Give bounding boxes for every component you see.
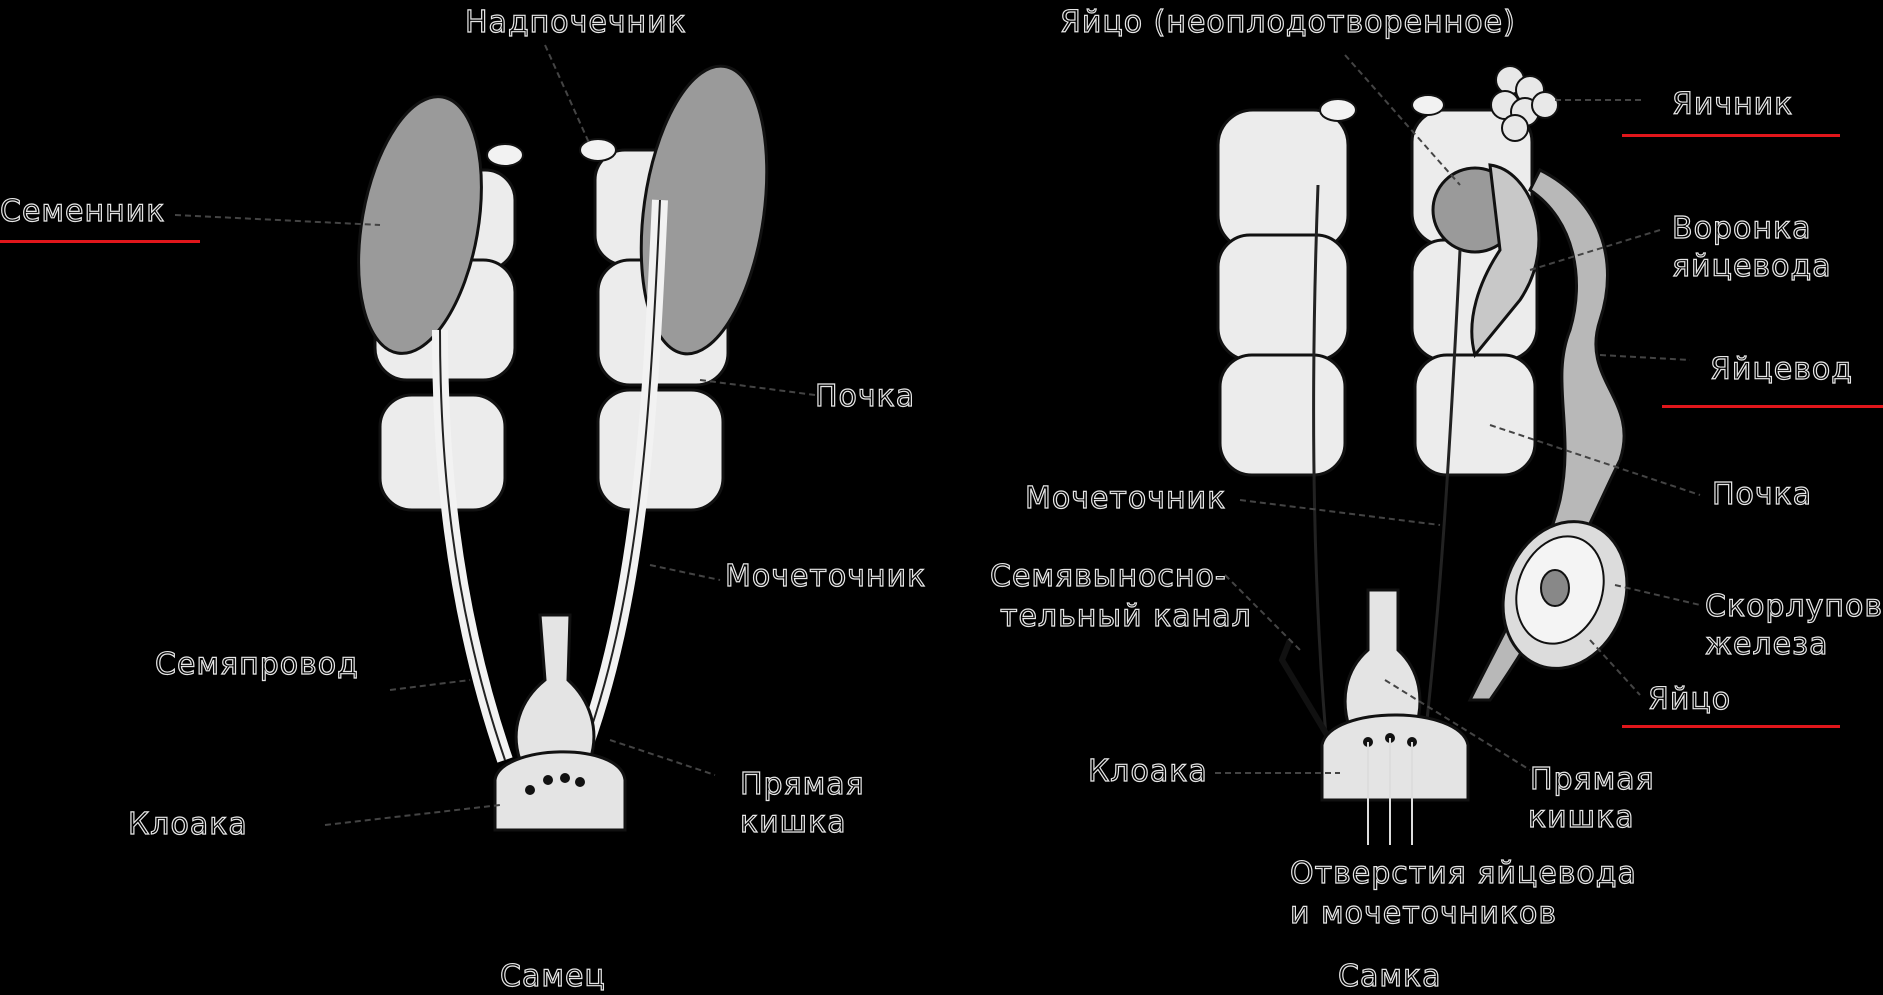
underline-male-testis (0, 240, 200, 243)
label-female-vestigial-line1: Семявыносно- (990, 560, 1227, 594)
label-male-kidney: Почка (815, 380, 915, 414)
label-female-egg-unfertilized: Яйцо (неоплодотворенное) (1060, 6, 1516, 40)
label-female-openings-line1: Отверстия яйцевода (1290, 857, 1637, 891)
label-female-ureter: Мочеточник (1025, 482, 1226, 516)
label-female-kidney: Почка (1712, 478, 1812, 512)
label-male-caption: Самец (500, 960, 606, 994)
underline-female-ovary (1622, 134, 1840, 137)
male-adrenal-left (487, 144, 523, 166)
male-diagram (175, 45, 815, 830)
label-male-rectum-line2: кишка (740, 806, 847, 840)
label-female-shell-gland-line2: железа (1705, 628, 1828, 662)
label-male-rectum-line1: Прямая (740, 768, 865, 802)
label-female-funnel-line2: яйцевода (1672, 250, 1832, 284)
female-adrenal-right (1412, 95, 1444, 115)
label-male-testis: Семенник (0, 195, 165, 229)
label-female-shell-gland-line1: Скорлуповая (1705, 590, 1883, 624)
label-female-rectum-line1: Прямая (1530, 763, 1655, 797)
label-female-caption: Самка (1338, 960, 1441, 994)
label-male-cloaca: Клоака (128, 808, 248, 842)
male-rectum (516, 615, 594, 760)
female-rectum (1345, 590, 1420, 730)
label-female-funnel-line1: Воронка (1672, 212, 1811, 246)
male-adrenal-right (580, 139, 616, 161)
label-male-vas-deferens: Семяпровод (155, 648, 359, 682)
male-cloaca (495, 752, 625, 830)
label-female-egg: Яйцо (1648, 683, 1731, 717)
label-male-adrenal: Надпочечник (465, 6, 687, 40)
label-female-ovary: Яичник (1672, 88, 1793, 122)
underline-female-oviduct (1662, 405, 1883, 408)
female-shell-gland-yolk (1541, 570, 1569, 606)
female-kidney-left (1218, 110, 1348, 475)
label-male-ureter: Мочеточник (725, 560, 926, 594)
female-cloaca (1322, 715, 1468, 800)
label-female-cloaca: Клоака (1088, 755, 1208, 789)
female-adrenal-left (1320, 99, 1356, 121)
label-female-oviduct: Яйцевод (1710, 353, 1853, 387)
label-female-vestigial-line2: тельный канал (1000, 600, 1252, 634)
underline-female-egg (1622, 725, 1840, 728)
label-female-rectum-line2: кишка (1528, 801, 1635, 835)
label-female-openings-line2: и мочеточников (1290, 897, 1557, 931)
